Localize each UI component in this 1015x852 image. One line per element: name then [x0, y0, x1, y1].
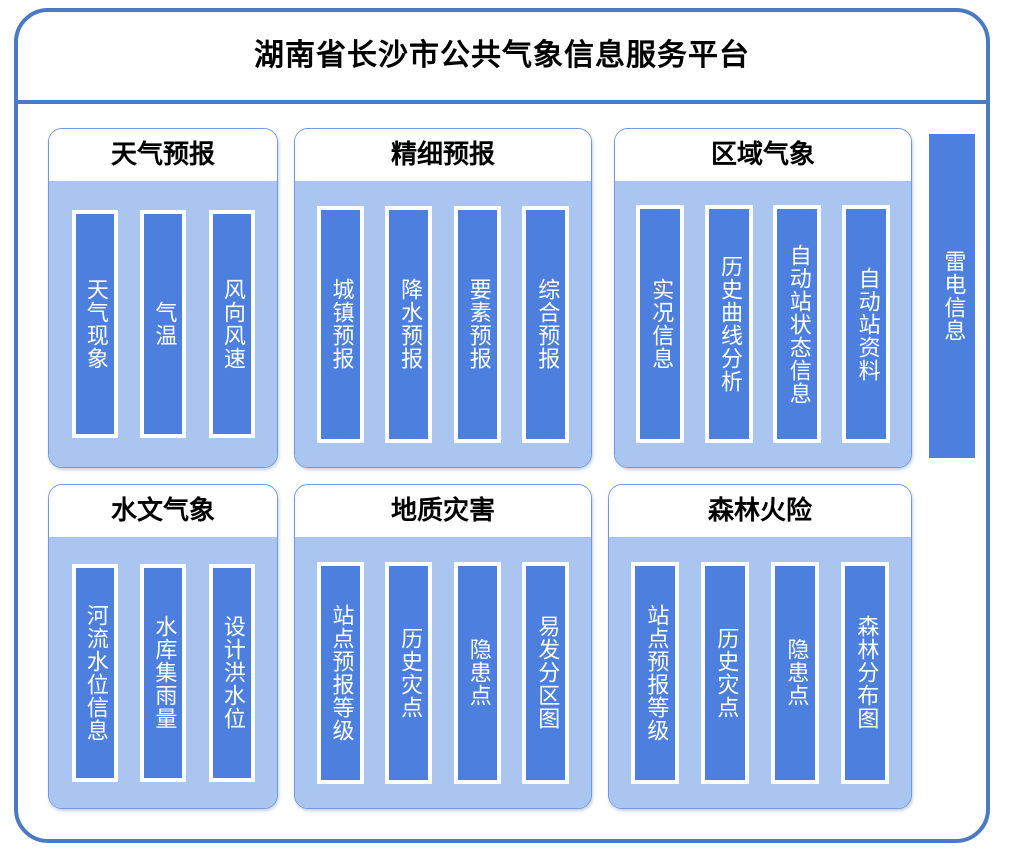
- panel-title: 区域气象: [710, 140, 815, 170]
- panel-header: 水文气象: [49, 485, 277, 537]
- platform-title-bar: 湖南省长沙市公共气象信息服务平台: [18, 12, 986, 104]
- module-label: 站点预报等级: [328, 603, 354, 742]
- module-bar-station-forecast-level[interactable]: 站点预报等级: [316, 561, 364, 784]
- module-bar-station-forecast-level[interactable]: 站点预报等级: [631, 561, 679, 784]
- bar-slot: 隐患点: [453, 537, 501, 808]
- bar-slot: 隐患点: [771, 537, 819, 808]
- module-label: 雷电信息: [940, 250, 966, 342]
- module-label: 历史曲线分析: [717, 255, 742, 393]
- bar-slot: 森林分布图: [841, 537, 889, 808]
- module-bar-hazard-points[interactable]: 隐患点: [453, 561, 501, 784]
- bar-slot: 自动站状态信息: [773, 181, 822, 467]
- bar-slot: 降水预报: [385, 181, 433, 467]
- module-label: 综合预报: [534, 278, 560, 370]
- panel-header: 森林火险: [609, 485, 911, 537]
- bar-slot: 天气现象: [71, 181, 118, 467]
- module-bar-historical-disaster-points[interactable]: 历史灾点: [385, 561, 433, 784]
- bar-slot: 气温: [140, 181, 186, 467]
- panel-body: 站点预报等级 历史灾点 隐患点 易发分区图: [295, 537, 591, 808]
- module-label: 自动站状态信息: [785, 243, 811, 405]
- module-label: 历史灾点: [397, 626, 423, 719]
- bar-slot: 实况信息: [635, 181, 684, 467]
- module-label: 城镇预报: [328, 278, 354, 370]
- panel-title: 森林火险: [707, 496, 812, 526]
- module-label: 隐患点: [783, 638, 809, 707]
- panel-title: 精细预报: [390, 140, 495, 170]
- module-label: 水库集雨量: [151, 615, 177, 730]
- module-bar-live-information[interactable]: 实况信息: [635, 205, 684, 443]
- panel-body: 河流水位信息 水库集雨量 设计洪水位: [49, 537, 277, 808]
- bar-slot: 设计洪水位: [208, 537, 255, 808]
- bar-slot: 历史灾点: [701, 537, 749, 808]
- module-label: 降水预报: [397, 278, 423, 370]
- module-label: 设计洪水位: [219, 615, 245, 730]
- bar-slot: 易发分区图: [522, 537, 570, 808]
- page-title: 湖南省长沙市公共气象信息服务平台: [254, 38, 750, 73]
- module-bar-historical-disaster-points[interactable]: 历史灾点: [701, 561, 749, 784]
- bar-slot: 综合预报: [522, 181, 570, 467]
- module-bar-element-forecast[interactable]: 要素预报: [453, 205, 501, 443]
- module-bar-wind[interactable]: 风向风速: [208, 210, 255, 438]
- module-bar-hazard-points[interactable]: 隐患点: [771, 561, 819, 784]
- bar-slot: 城镇预报: [316, 181, 364, 467]
- module-bar-forest-distribution-map[interactable]: 森林分布图: [841, 561, 889, 784]
- panel-header: 精细预报: [295, 129, 591, 181]
- module-bar-reservoir-rainfall[interactable]: 水库集雨量: [140, 563, 186, 782]
- panel-body: 城镇预报 降水预报 要素预报 综合预报: [295, 181, 591, 467]
- module-label: 站点预报等级: [643, 603, 669, 742]
- panel-body: 站点预报等级 历史灾点 隐患点 森林分布图: [609, 537, 911, 808]
- panel-header: 地质灾害: [295, 485, 591, 537]
- module-bar-weather-phenomena[interactable]: 天气现象: [71, 210, 118, 438]
- module-bar-history-curve-analysis[interactable]: 历史曲线分析: [704, 205, 753, 443]
- module-bar-river-level-information[interactable]: 河流水位信息: [71, 563, 118, 782]
- panel-weather-forecast[interactable]: 天气预报 天气现象 气温 风向风速: [48, 128, 278, 468]
- panel-geological-disaster[interactable]: 地质灾害 站点预报等级 历史灾点 隐患点: [294, 484, 592, 809]
- panel-title: 地质灾害: [390, 496, 495, 526]
- bar-slot: 要素预报: [453, 181, 501, 467]
- module-bar-station-status-information[interactable]: 自动站状态信息: [773, 205, 822, 443]
- panel-header: 天气预报: [49, 129, 277, 181]
- bar-slot: 站点预报等级: [631, 537, 679, 808]
- panel-regional-meteorology[interactable]: 区域气象 实况信息 历史曲线分析 自动站状态信息: [614, 128, 912, 468]
- bar-slot: 站点预报等级: [316, 537, 364, 808]
- module-label: 易发分区图: [534, 615, 560, 730]
- bar-slot: 自动站资料: [842, 181, 891, 467]
- module-label: 气温: [151, 301, 177, 347]
- panel-fine-forecast[interactable]: 精细预报 城镇预报 降水预报 要素预报: [294, 128, 592, 468]
- panel-body: 天气现象 气温 风向风速: [49, 181, 277, 467]
- bar-slot: 历史曲线分析: [704, 181, 753, 467]
- module-label: 河流水位信息: [82, 603, 108, 742]
- module-bar-comprehensive-forecast[interactable]: 综合预报: [522, 205, 570, 443]
- module-label: 风向风速: [219, 278, 245, 370]
- module-label: 自动站资料: [854, 266, 880, 382]
- panel-body: 实况信息 历史曲线分析 自动站状态信息 自动站资料: [615, 181, 911, 467]
- panel-header: 区域气象: [615, 129, 911, 181]
- platform-frame: 湖南省长沙市公共气象信息服务平台 天气预报 天气现象 气温: [14, 8, 990, 843]
- bar-slot: 历史灾点: [385, 537, 433, 808]
- module-bar-susceptibility-zoning-map[interactable]: 易发分区图: [522, 561, 570, 784]
- bar-slot: 河流水位信息: [71, 537, 118, 808]
- module-bar-design-flood-level[interactable]: 设计洪水位: [208, 563, 255, 782]
- module-label: 森林分布图: [853, 615, 879, 730]
- module-label: 历史灾点: [713, 626, 739, 719]
- panel-hydrological-meteorology[interactable]: 水文气象 河流水位信息 水库集雨量 设计洪水位: [48, 484, 278, 809]
- module-bar-lightning-information[interactable]: 雷电信息: [929, 134, 975, 458]
- module-label: 实况信息: [648, 278, 674, 370]
- bar-slot: 水库集雨量: [140, 537, 186, 808]
- module-bar-precipitation-forecast[interactable]: 降水预报: [385, 205, 433, 443]
- module-bar-town-forecast[interactable]: 城镇预报: [316, 205, 364, 443]
- panel-title: 天气预报: [110, 140, 215, 170]
- module-bar-temperature[interactable]: 气温: [140, 210, 186, 438]
- panel-title: 水文气象: [110, 496, 215, 526]
- module-label: 要素预报: [465, 278, 491, 370]
- module-label: 隐患点: [465, 638, 491, 707]
- module-bar-station-data[interactable]: 自动站资料: [842, 205, 891, 443]
- bar-slot: 风向风速: [208, 181, 255, 467]
- panel-forest-fire-risk[interactable]: 森林火险 站点预报等级 历史灾点 隐患点: [608, 484, 912, 809]
- module-label: 天气现象: [82, 278, 108, 370]
